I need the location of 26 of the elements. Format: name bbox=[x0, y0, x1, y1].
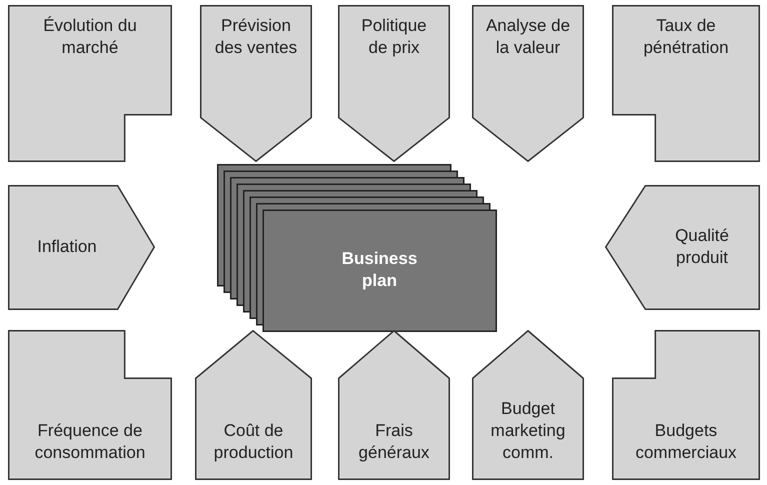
stacked-document-box bbox=[217, 164, 498, 333]
arrow-box bbox=[8, 185, 155, 310]
node-label: Inflation bbox=[36, 236, 98, 258]
node-label: Évolution du marché bbox=[42, 15, 138, 59]
node-label: Budget marketing comm. bbox=[490, 398, 566, 464]
arrow-box bbox=[605, 185, 760, 310]
node-label: Budgets commerciaux bbox=[634, 420, 738, 464]
arrow-box bbox=[195, 330, 312, 480]
node-label: Business plan bbox=[340, 248, 418, 292]
node-label: Taux de pénétration bbox=[642, 15, 730, 59]
arrow-box bbox=[338, 5, 450, 162]
node-label: Politique de prix bbox=[360, 15, 428, 59]
node-label: Prévision des ventes bbox=[214, 15, 298, 59]
arrow-box bbox=[200, 5, 312, 162]
node-label: Analyse de la valeur bbox=[484, 15, 572, 59]
arrow-box bbox=[8, 5, 172, 162]
node-label: Fréquence de consommation bbox=[34, 420, 146, 464]
node-label: Frais généraux bbox=[358, 420, 430, 464]
arrow-box bbox=[8, 330, 172, 480]
node-label: Coût de production bbox=[212, 420, 294, 464]
node-label: Qualité produit bbox=[674, 225, 730, 269]
arrow-box bbox=[472, 5, 584, 162]
arrow-box bbox=[338, 330, 450, 480]
arrow-box bbox=[612, 330, 760, 480]
arrow-box bbox=[472, 330, 584, 480]
arrow-box bbox=[612, 5, 760, 162]
